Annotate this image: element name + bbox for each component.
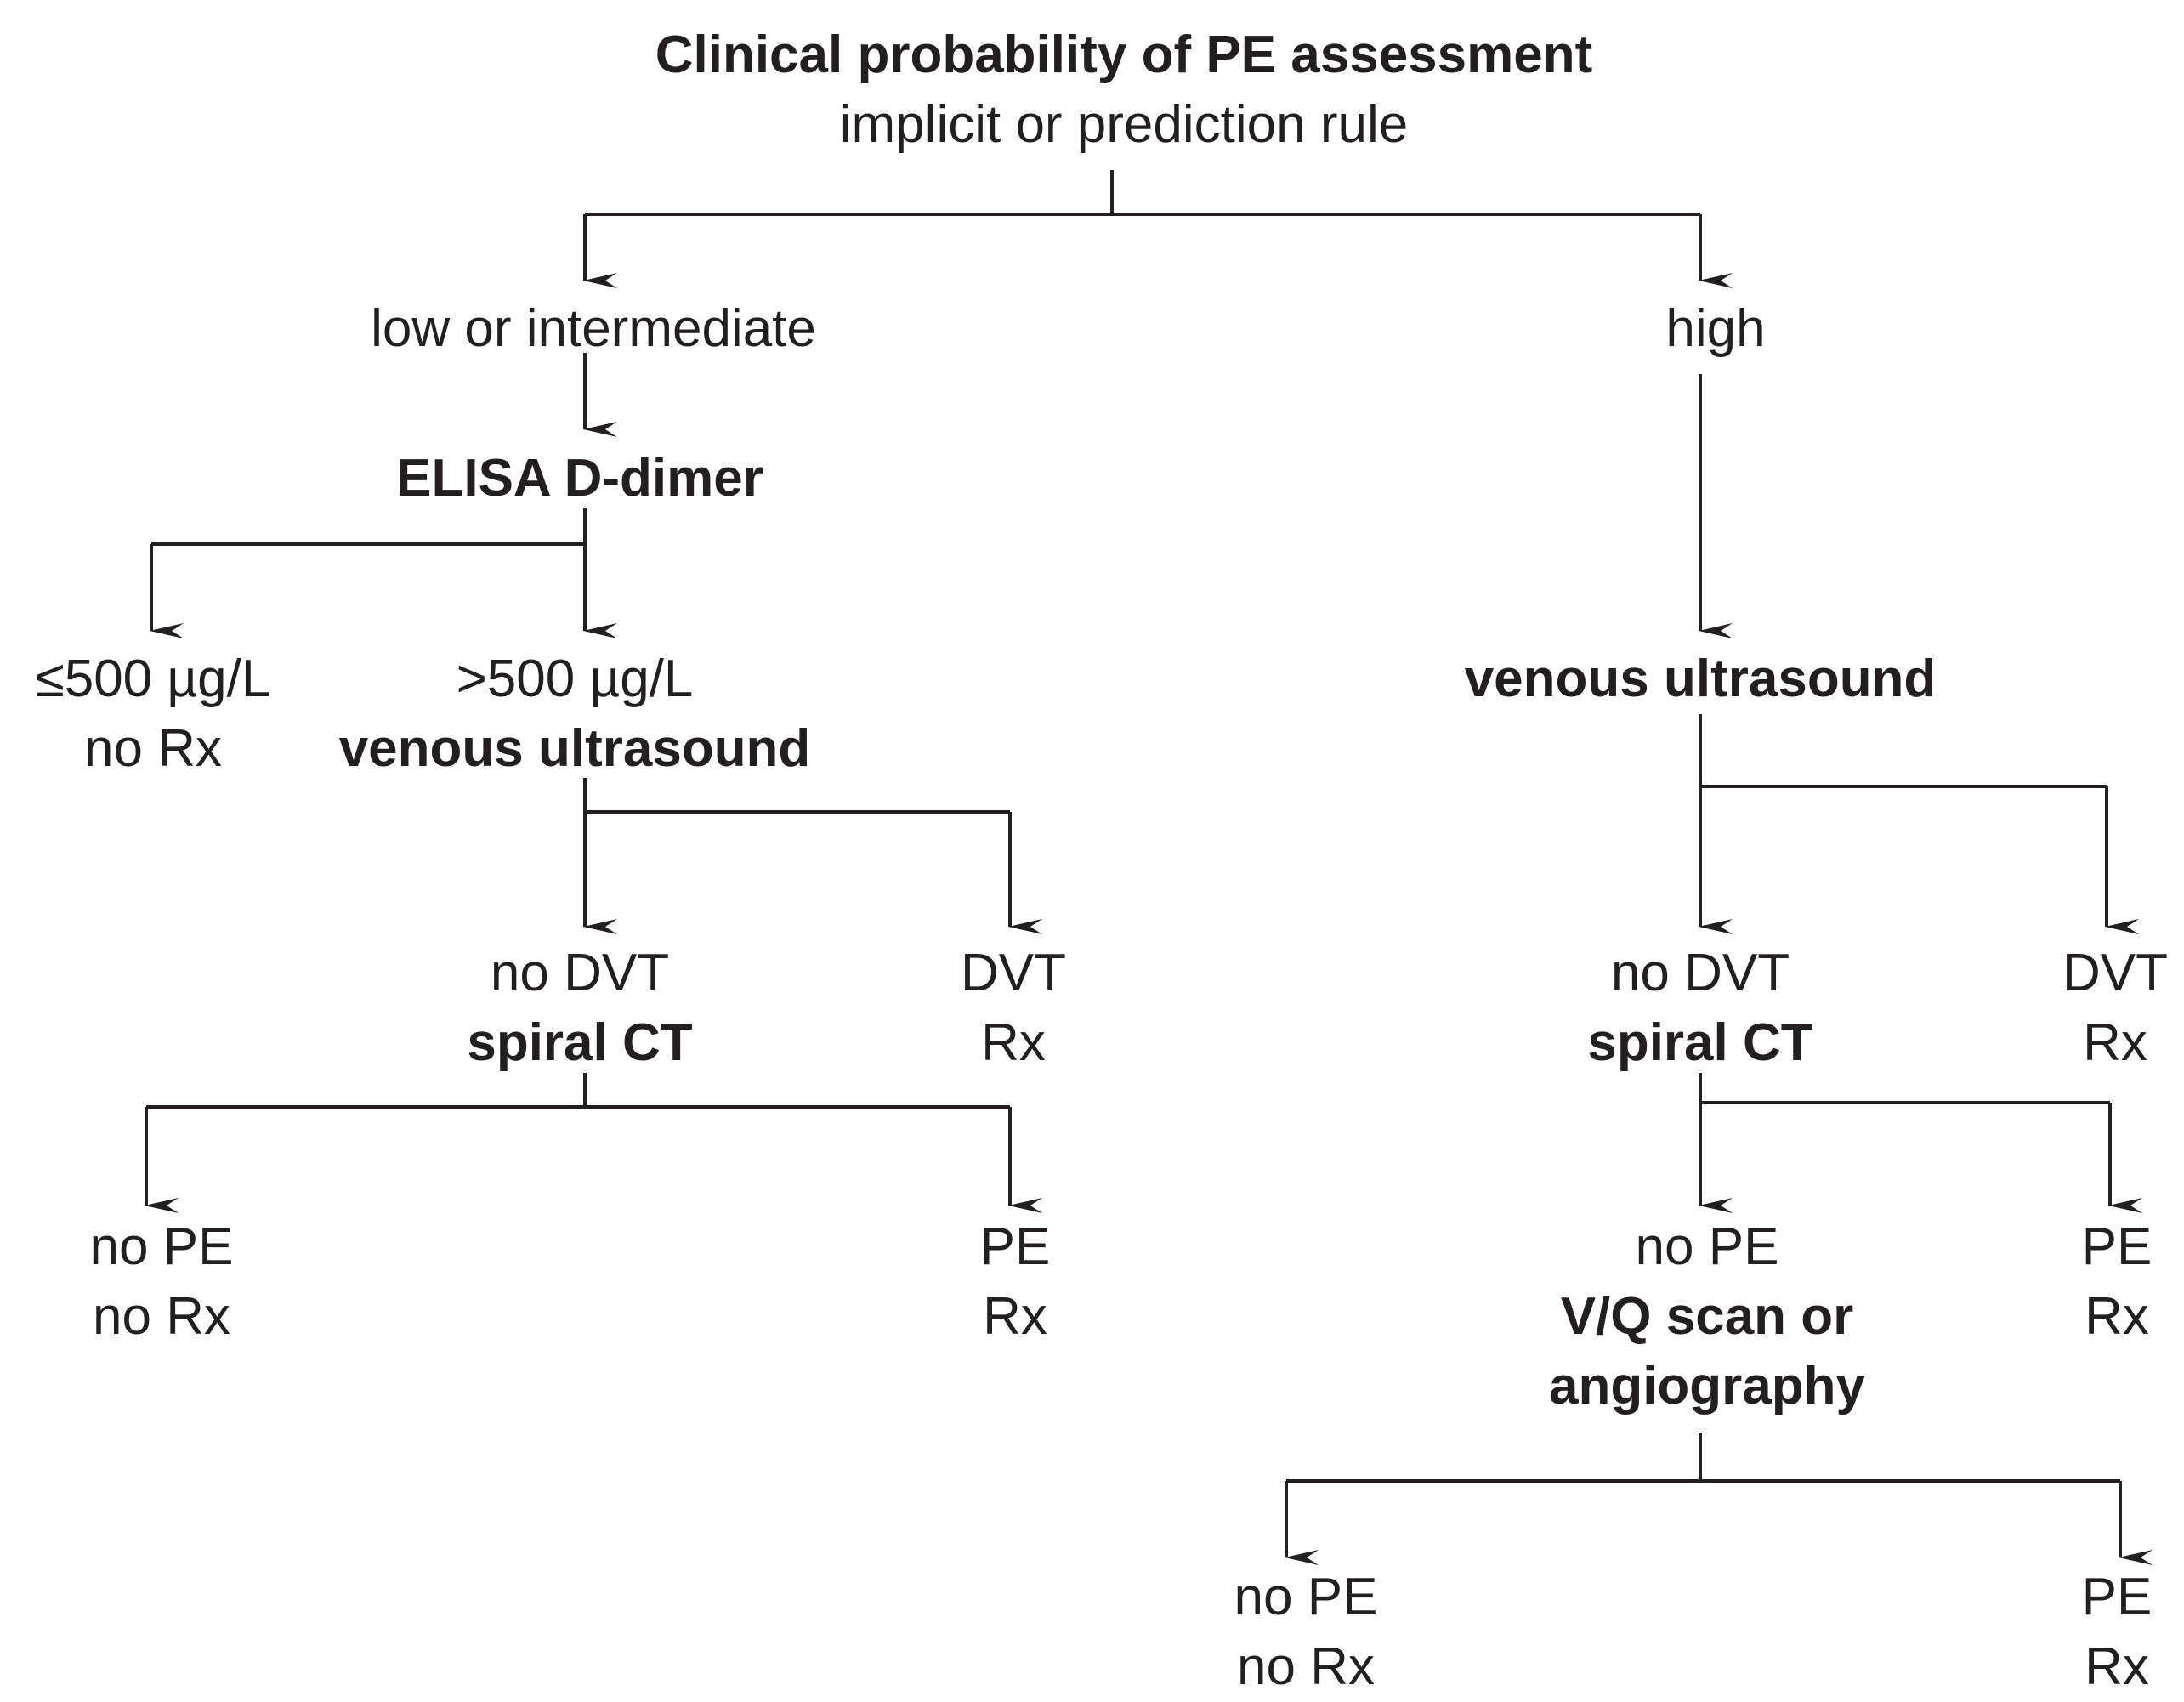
right-nope-node: no PE V/Q scan or angiography <box>1549 1212 1865 1421</box>
left-nope-node: no PE no Rx <box>90 1212 234 1352</box>
right-dvt-result: DVT <box>2062 944 2168 1002</box>
high-label: high <box>1665 299 1766 358</box>
left-nodvt-action: spiral CT <box>467 1013 693 1072</box>
right-nope-action-line2: angiography <box>1548 1357 1866 1415</box>
high-node: high <box>1665 294 1765 364</box>
neg-ddimer-node: ≤500 µg/L no Rx <box>36 644 271 784</box>
low-node: low or intermediate <box>371 294 816 364</box>
final-nope-result: no PE <box>1234 1568 1378 1626</box>
right-dvt-action: Rx <box>2083 1013 2147 1072</box>
right-pe-node: PE Rx <box>2082 1212 2153 1352</box>
left-ultrasound-split-connector <box>583 778 1042 934</box>
final-nope-node: no PE no Rx <box>1234 1563 1378 1702</box>
ddimer-label: ELISA D-dimer <box>396 449 763 508</box>
left-nodvt-node: no DVT spiral CT <box>467 939 692 1078</box>
right-nodvt-node: no DVT spiral CT <box>1587 939 1812 1078</box>
left-dvt-result: DVT <box>961 944 1066 1002</box>
left-nodvt-result: no DVT <box>490 944 670 1002</box>
right-pe-action: Rx <box>2085 1287 2149 1346</box>
left-ct-split-connector <box>145 1073 1042 1213</box>
high-ultrasound-label: venous ultrasound <box>1464 650 1937 708</box>
right-ultrasound-split-connector <box>1699 714 2139 934</box>
right-ct-split-connector <box>1699 1073 2142 1213</box>
final-pe-action: Rx <box>2085 1637 2149 1696</box>
left-dvt-action: Rx <box>981 1013 1046 1072</box>
left-dvt-node: DVT Rx <box>961 939 1066 1078</box>
left-pe-node: PE Rx <box>980 1212 1051 1352</box>
right-pe-result: PE <box>2081 1217 2153 1276</box>
right-nodvt-result: no DVT <box>1610 944 1790 1002</box>
root-title: Clinical probability of PE assessment <box>655 26 1593 84</box>
neg-ddimer-result: ≤500 µg/L <box>35 650 271 708</box>
ddimer-node: ELISA D-dimer <box>396 444 763 513</box>
pos-ddimer-action: venous ultrasound <box>338 719 811 778</box>
left-nope-result: no PE <box>89 1217 234 1276</box>
final-pe-result: PE <box>2081 1568 2153 1626</box>
neg-ddimer-action: no Rx <box>84 719 222 778</box>
left-nope-action: no Rx <box>93 1287 230 1346</box>
high-ultrasound-node: venous ultrasound <box>1465 644 1937 714</box>
root-node: Clinical probability of PE assessment im… <box>655 20 1593 160</box>
pos-ddimer-node: >500 µg/L venous ultrasound <box>339 644 811 784</box>
right-dvt-node: DVT Rx <box>2062 939 2168 1078</box>
low-label: low or intermediate <box>371 299 816 358</box>
root-split-connector <box>583 170 1733 288</box>
final-pe-node: PE Rx <box>2082 1563 2153 1702</box>
right-nope-result: no PE <box>1635 1217 1779 1276</box>
final-nope-action: no Rx <box>1237 1637 1375 1696</box>
right-nope-action-line1: V/Q scan or <box>1560 1287 1854 1346</box>
left-pe-result: PE <box>979 1217 1051 1276</box>
left-pe-action: Rx <box>983 1287 1047 1346</box>
pos-ddimer-result: >500 µg/L <box>456 650 694 708</box>
right-nodvt-action: spiral CT <box>1587 1013 1813 1072</box>
root-subtitle: implicit or prediction rule <box>839 95 1409 154</box>
vq-split-connector <box>1285 1433 2153 1565</box>
ddimer-split-connector <box>150 508 617 638</box>
